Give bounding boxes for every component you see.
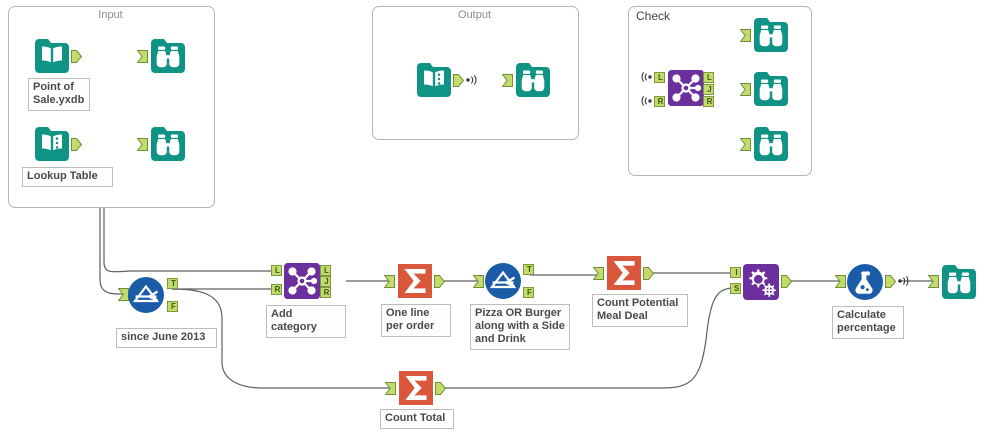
input-anchor-browse-check-right[interactable] <box>740 138 751 151</box>
append-fields-icon <box>741 262 781 302</box>
input-anchor-browse-check-join[interactable] <box>740 83 751 96</box>
summarize-icon <box>396 368 436 408</box>
anchor-letter-pizza-true: T <box>527 265 532 274</box>
node-output-data-tool[interactable] <box>414 60 454 100</box>
anchor-letter-filter-true: T <box>171 279 176 288</box>
browse-icon <box>751 15 791 55</box>
node-summarize-one-line-per-order[interactable] <box>395 261 435 301</box>
node-summarize-count-potential-meal-deal[interactable] <box>604 253 644 293</box>
node-append-fields-tool[interactable] <box>741 262 781 302</box>
browse-icon <box>751 124 791 164</box>
output-anchor-lookup-table[interactable] <box>71 138 82 151</box>
label-count-potential-meal-deal: Count Potential Meal Deal <box>592 294 688 327</box>
wireless-icon-final <box>896 275 910 287</box>
anchor-letter-filter-false: F <box>171 302 176 311</box>
anchor-letter-check-join-right: R <box>657 97 664 106</box>
label-one-line-per-order: One line per order <box>381 304 451 337</box>
anchor-letter-check-out-l: L <box>707 73 712 82</box>
node-input-data-lookup-table[interactable] <box>32 124 72 164</box>
input-anchor-count-total[interactable] <box>385 382 396 395</box>
node-browse-check-right[interactable] <box>751 124 791 164</box>
node-filter-since-june-2013[interactable] <box>126 275 166 315</box>
anchor-letter-check-out-r: R <box>706 97 713 106</box>
anchor-letter-pizza-false: F <box>527 288 532 297</box>
node-browse-point-of-sale[interactable] <box>148 36 188 76</box>
input-anchor-browse-final[interactable] <box>928 275 939 288</box>
node-join-check-tool[interactable] <box>666 68 706 108</box>
label-lookup-table: Lookup Table <box>22 167 113 187</box>
output-anchor-append-fields[interactable] <box>781 275 792 288</box>
anchor-letter-append-i: I <box>735 268 738 277</box>
node-browse-output[interactable] <box>513 60 553 100</box>
summarize-icon <box>395 261 435 301</box>
output-anchor-count-potential-meal-deal[interactable] <box>643 267 654 280</box>
output-anchor-count-total[interactable] <box>435 382 446 395</box>
label-count-total: Count Total <box>380 409 454 429</box>
wireless-icon-check-right <box>640 95 654 107</box>
node-summarize-count-total[interactable] <box>396 368 436 408</box>
anchor-letter-addcat-out-r: R <box>323 288 330 297</box>
input-anchor-browse-point-of-sale[interactable] <box>137 50 148 63</box>
label-since-june-2013: since June 2013 <box>116 328 217 348</box>
input-anchor-browse-output[interactable] <box>502 74 513 87</box>
anchor-letter-addcat-out-j: J <box>324 277 329 286</box>
formula-icon <box>845 262 885 302</box>
output-anchor-point-of-sale[interactable] <box>71 50 82 63</box>
anchor-letter-addcat-in-l: L <box>275 266 280 275</box>
node-join-add-category[interactable] <box>282 261 322 301</box>
input-data-icon <box>32 124 72 164</box>
output-anchor-calculate-percentage[interactable] <box>885 275 896 288</box>
input-anchor-browse-lookup-table[interactable] <box>137 138 148 151</box>
browse-icon <box>513 60 553 100</box>
node-browse-check-join[interactable] <box>751 69 791 109</box>
join-icon <box>666 68 706 108</box>
wireless-icon-check-left <box>640 71 654 83</box>
container-output-title: Output <box>457 9 492 21</box>
anchor-letter-addcat-in-r: R <box>274 285 281 294</box>
label-add-category: Add category <box>266 305 346 338</box>
input-data-icon <box>414 60 454 100</box>
anchor-letter-addcat-out-l: L <box>324 266 329 275</box>
browse-icon <box>148 124 188 164</box>
node-browse-lookup-table[interactable] <box>148 124 188 164</box>
container-input-title: Input <box>98 9 123 21</box>
output-anchor-one-line-per-order[interactable] <box>434 275 445 288</box>
node-filter-pizza-or-burger[interactable] <box>483 261 523 301</box>
summarize-icon <box>604 253 644 293</box>
input-anchor-count-potential-meal-deal[interactable] <box>593 267 604 280</box>
browse-icon <box>939 262 979 302</box>
node-formula-calculate-percentage[interactable] <box>845 262 885 302</box>
filter-icon <box>126 275 166 315</box>
node-input-data-point-of-sale[interactable] <box>32 36 72 76</box>
input-anchor-one-line-per-order[interactable] <box>384 275 395 288</box>
input-anchor-browse-check-left[interactable] <box>740 29 751 42</box>
anchor-letter-check-out-j: J <box>707 85 712 94</box>
node-browse-check-left[interactable] <box>751 15 791 55</box>
filter-icon <box>483 261 523 301</box>
label-pizza-or-burger: Pizza OR Burger along with a Side and Dr… <box>470 304 570 350</box>
browse-icon <box>148 36 188 76</box>
anchor-letter-check-join-left: L <box>658 73 663 82</box>
node-browse-final[interactable] <box>939 262 979 302</box>
label-point-of-sale: Point of Sale.yxdb <box>28 78 90 111</box>
output-anchor-output-data[interactable] <box>453 74 464 87</box>
browse-icon <box>751 69 791 109</box>
anchor-letter-append-s: S <box>733 284 740 293</box>
join-icon <box>282 261 322 301</box>
label-calculate-percentage: Calculate percentage <box>832 306 904 339</box>
container-check-title: Check <box>636 9 671 23</box>
wireless-icon-output <box>464 74 478 86</box>
input-data-icon <box>32 36 72 76</box>
